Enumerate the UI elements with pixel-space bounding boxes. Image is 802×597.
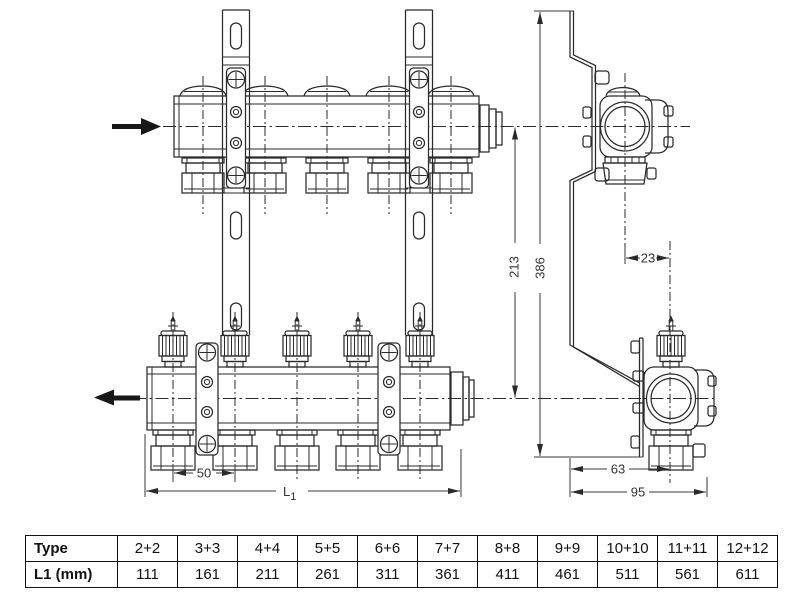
table-cell: 5+5	[297, 535, 358, 562]
outlet-union-icon	[243, 157, 287, 194]
dimension-386-label: 386	[533, 257, 548, 279]
dimension-63: 63	[569, 458, 669, 497]
table-cell: 511	[597, 561, 658, 588]
dimension-23: 23	[624, 247, 669, 266]
return-end-cap	[450, 371, 475, 426]
wall-bracket-profile	[569, 11, 640, 388]
table-cell: 8+8	[477, 535, 538, 562]
table-cell: 411	[477, 561, 538, 588]
dimension-l1-label: L1	[283, 484, 296, 503]
table-cell: 211	[237, 561, 298, 588]
outlet-union-icon	[181, 157, 225, 194]
table-row-l1: L1 (mm) 111 161 211 261 311 361 411 461 …	[25, 561, 778, 588]
valve-insert-icon	[656, 314, 686, 368]
dimension-63-label: 63	[611, 462, 625, 477]
dimension-23-label: 23	[641, 251, 655, 266]
table-row-type: Type 2+2 3+3 4+4 5+5 6+6 7+7 8+8 9+9 10+…	[25, 535, 778, 562]
dimension-50: 50	[172, 464, 236, 482]
table-header-type: Type	[25, 535, 118, 562]
dimension-213: 213	[507, 127, 522, 398]
supply-manifold	[173, 85, 503, 194]
dimension-95-label: 95	[631, 485, 645, 500]
table-cell: 10+10	[597, 535, 658, 562]
return-clamp-plate-left	[196, 343, 218, 455]
dimension-50-label: 50	[197, 466, 211, 481]
table-cell: 9+9	[537, 535, 598, 562]
outlet-union-icon	[367, 157, 411, 194]
table-cell: 461	[537, 561, 598, 588]
dimension-213-label: 213	[507, 256, 522, 278]
table-cell: 7+7	[417, 535, 478, 562]
dimension-386: 386	[533, 10, 643, 458]
l1-table: Type 2+2 3+3 4+4 5+5 6+6 7+7 8+8 9+9 10+…	[25, 535, 778, 588]
outlet-union-icon	[305, 157, 349, 194]
table-cell: 3+3	[177, 535, 238, 562]
table-cell: 361	[417, 561, 478, 588]
table-cell: 12+12	[717, 535, 778, 562]
table-cell: 11+11	[657, 535, 718, 562]
table-cell: 561	[657, 561, 718, 588]
dimension-95: 95	[571, 477, 708, 500]
flow-inlet-arrow-icon	[112, 118, 161, 135]
return-manifold-section	[630, 314, 717, 471]
supply-bar-body	[173, 95, 480, 158]
outlet-union-icon	[648, 429, 694, 471]
return-clamp-plate-right	[378, 343, 400, 455]
outlet-union-icon	[429, 157, 473, 194]
supply-clamp-plate-left	[227, 68, 246, 188]
table-cell: 111	[117, 561, 178, 588]
flow-outlet-arrow-icon	[94, 389, 140, 406]
dimension-l1: L1	[144, 434, 462, 503]
table-cell: 611	[717, 561, 778, 588]
table-cell: 261	[297, 561, 358, 588]
supply-clamp-plate-right	[410, 68, 429, 188]
table-cell: 161	[177, 561, 238, 588]
front-view: 50 L1	[94, 9, 718, 503]
side-view: 386 213 23 63	[507, 10, 717, 500]
manifold-technical-drawing: 50 L1	[94, 9, 718, 503]
supply-manifold-section	[599, 86, 674, 185]
table-cell: 4+4	[237, 535, 298, 562]
table-header-l1: L1 (mm)	[25, 561, 118, 588]
table-cell: 6+6	[357, 535, 418, 562]
table-cell: 311	[357, 561, 418, 588]
table-cell: 2+2	[117, 535, 178, 562]
supply-end-cap	[479, 104, 503, 153]
